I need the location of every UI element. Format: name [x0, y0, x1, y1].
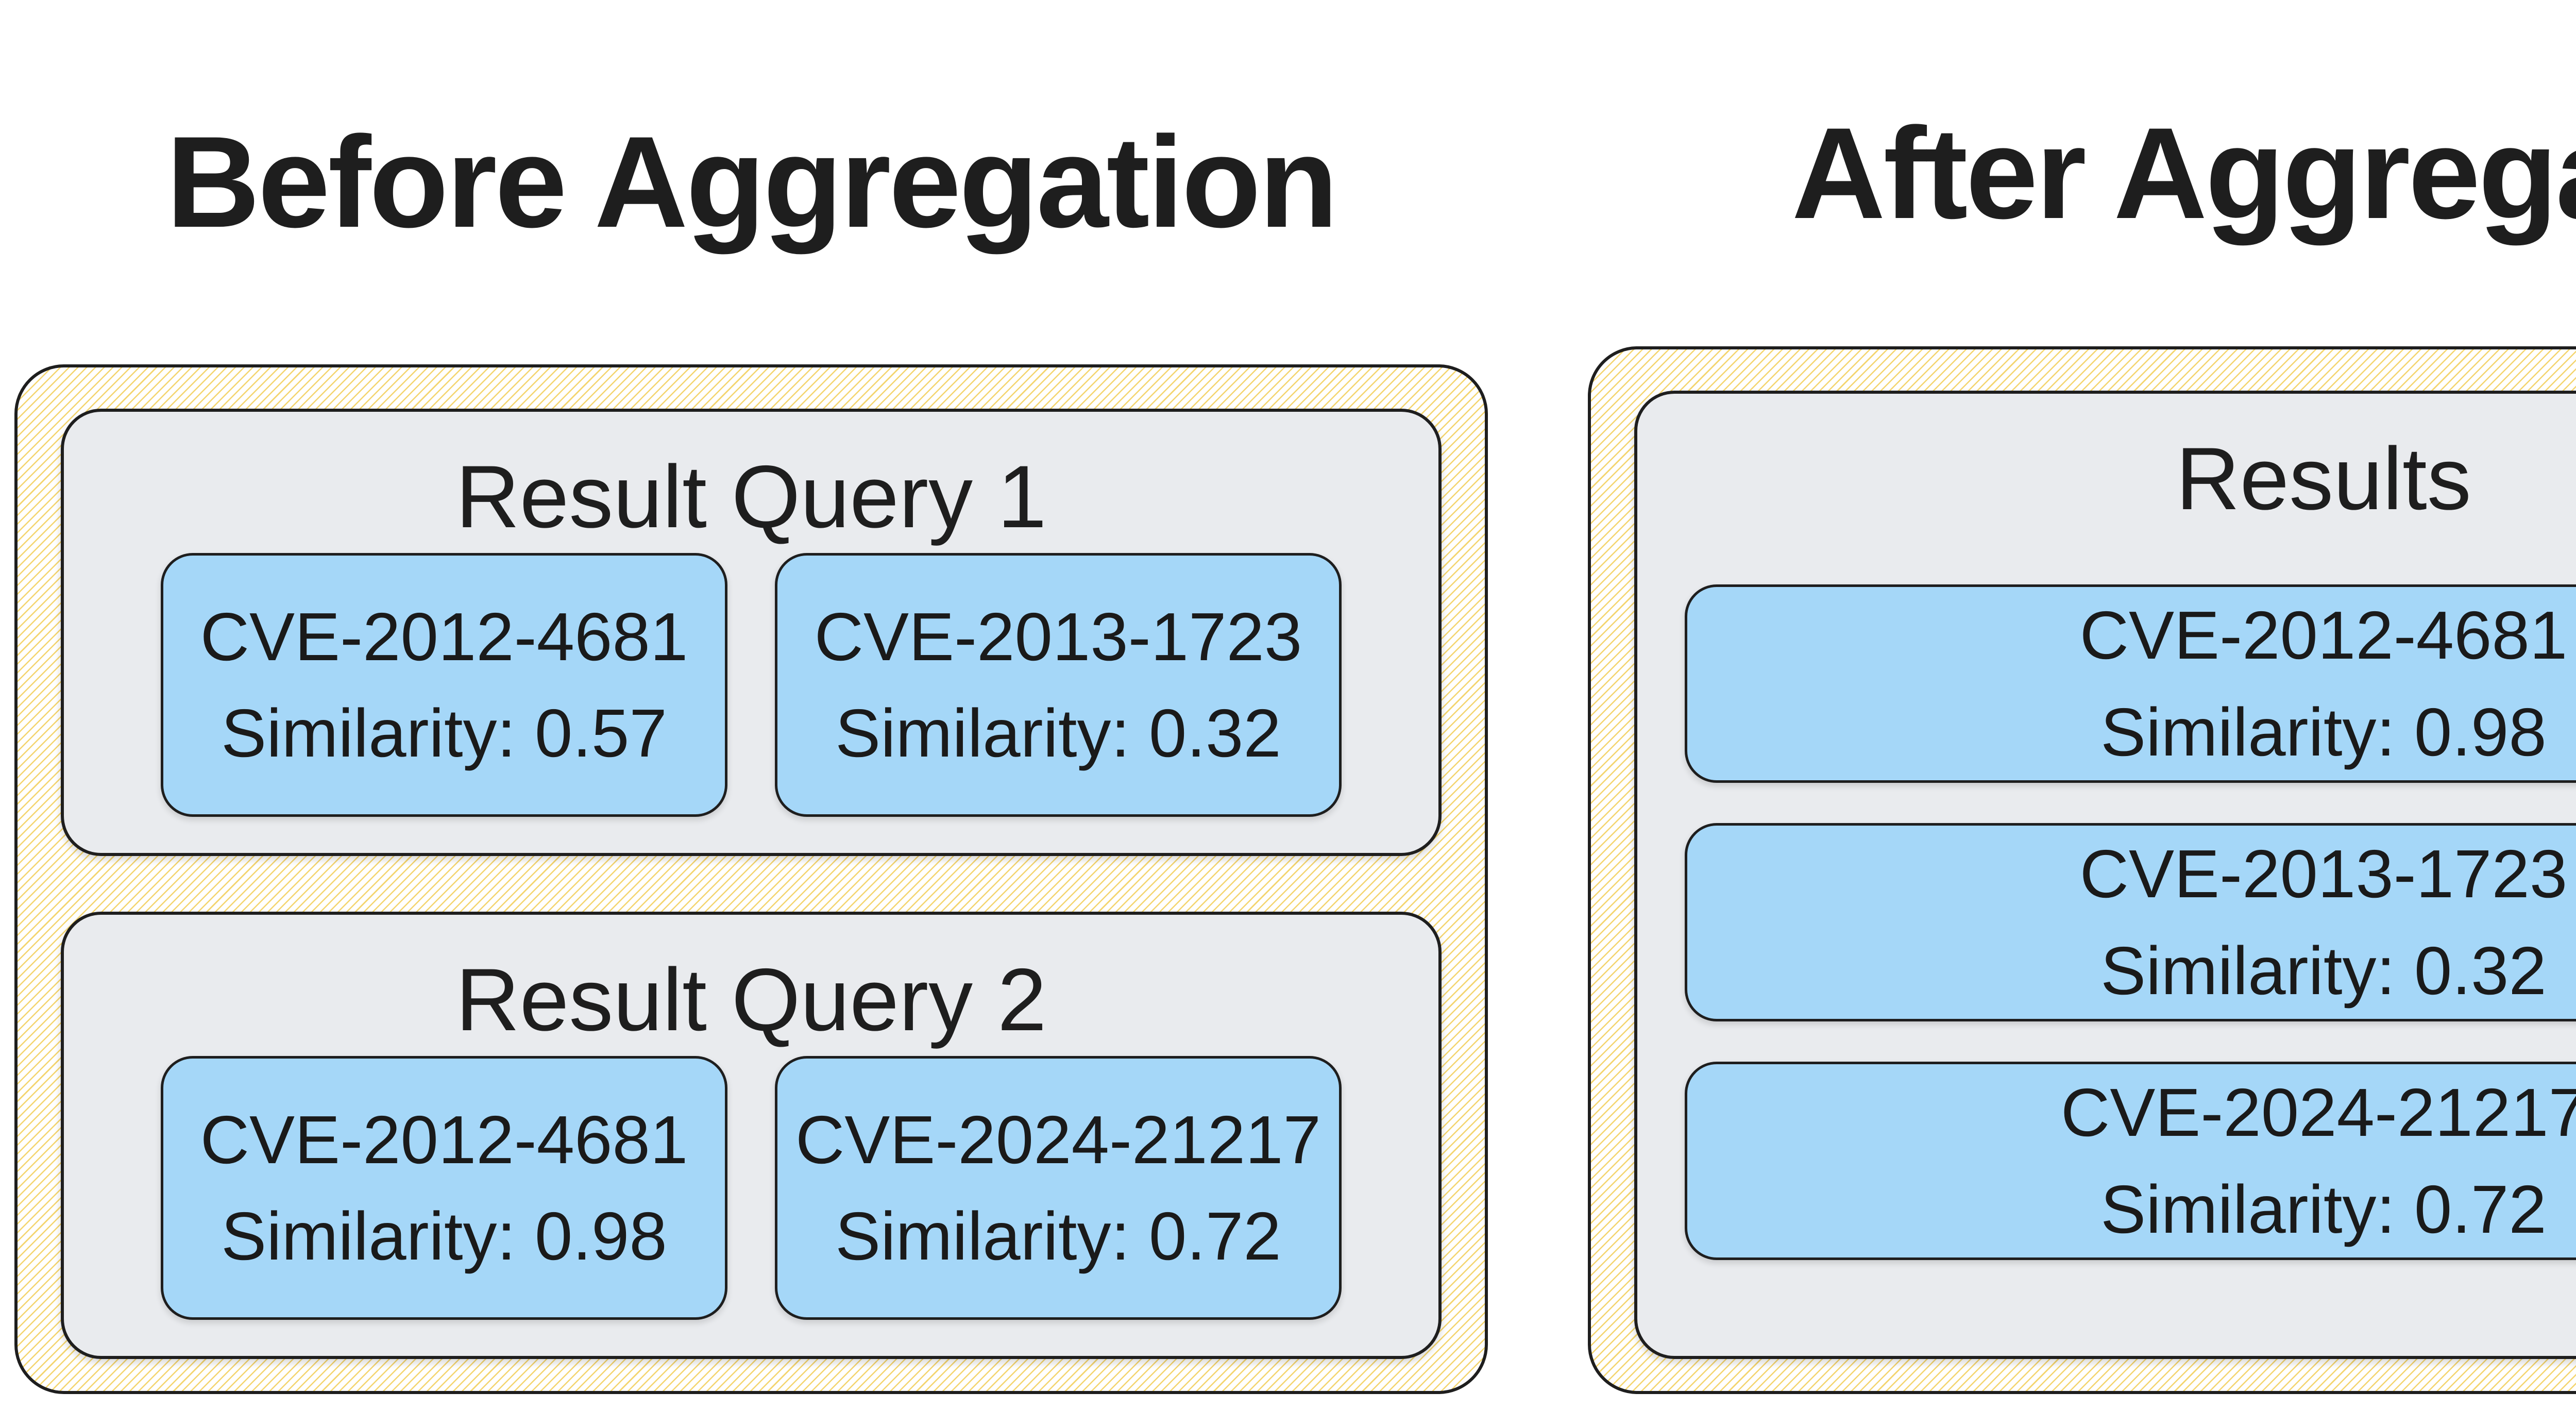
cve-card: CVE-2013-1723 Similarity: 0.32: [775, 553, 1342, 817]
card-column: CVE-2012-4681 Similarity: 0.98 CVE-2013-…: [1685, 584, 2576, 1320]
cve-card: CVE-2024-21217 Similarity: 0.72: [1685, 1062, 2576, 1260]
card-cve-id: CVE-2024-21217: [2060, 1075, 2576, 1151]
group-title: Result Query 1: [455, 447, 1047, 546]
card-cve-id: CVE-2012-4681: [2079, 597, 2568, 674]
cve-card: CVE-2012-4681 Similarity: 0.98: [1685, 584, 2576, 783]
panel-title-after: After Aggregation: [1791, 100, 2576, 246]
card-cve-id: CVE-2012-4681: [200, 1101, 688, 1178]
card-similarity: Similarity: 0.32: [2100, 932, 2547, 1009]
card-cve-id: CVE-2024-21217: [795, 1101, 1321, 1178]
card-similarity: Similarity: 0.98: [2100, 694, 2547, 770]
group-results: Results CVE-2012-4681 Similarity: 0.98 C…: [1634, 391, 2576, 1359]
group-title: Result Query 2: [455, 950, 1047, 1049]
cve-card: CVE-2013-1723 Similarity: 0.32: [1685, 823, 2576, 1022]
card-similarity: Similarity: 0.72: [2100, 1171, 2547, 1247]
panel-before-aggregation: Before Aggregation Result Query 1 CVE-20…: [14, 0, 1488, 1409]
cve-card: CVE-2012-4681 Similarity: 0.98: [161, 1056, 727, 1320]
card-cve-id: CVE-2012-4681: [200, 598, 688, 675]
group-result-query-2: Result Query 2 CVE-2012-4681 Similarity:…: [61, 912, 1442, 1359]
card-row: CVE-2012-4681 Similarity: 0.98 CVE-2024-…: [111, 1056, 1391, 1320]
group-result-query-1: Result Query 1 CVE-2012-4681 Similarity:…: [61, 409, 1442, 856]
cve-card: CVE-2024-21217 Similarity: 0.72: [775, 1056, 1342, 1320]
card-similarity: Similarity: 0.32: [835, 695, 1281, 771]
card-row: CVE-2012-4681 Similarity: 0.57 CVE-2013-…: [111, 553, 1391, 817]
panel-title-before: Before Aggregation: [166, 110, 1338, 255]
card-cve-id: CVE-2013-1723: [814, 598, 1302, 675]
card-similarity: Similarity: 0.57: [221, 695, 667, 771]
card-cve-id: CVE-2013-1723: [2079, 836, 2568, 912]
outer-box-before: Result Query 1 CVE-2012-4681 Similarity:…: [14, 364, 1488, 1394]
panel-after-aggregation: After Aggregation Results CVE-2012-4681 …: [1588, 0, 2576, 1409]
card-similarity: Similarity: 0.72: [835, 1198, 1281, 1274]
outer-box-after: Results CVE-2012-4681 Similarity: 0.98 C…: [1588, 346, 2576, 1394]
group-title: Results: [2176, 429, 2471, 529]
cve-card: CVE-2012-4681 Similarity: 0.57: [161, 553, 727, 817]
card-similarity: Similarity: 0.98: [221, 1198, 667, 1274]
